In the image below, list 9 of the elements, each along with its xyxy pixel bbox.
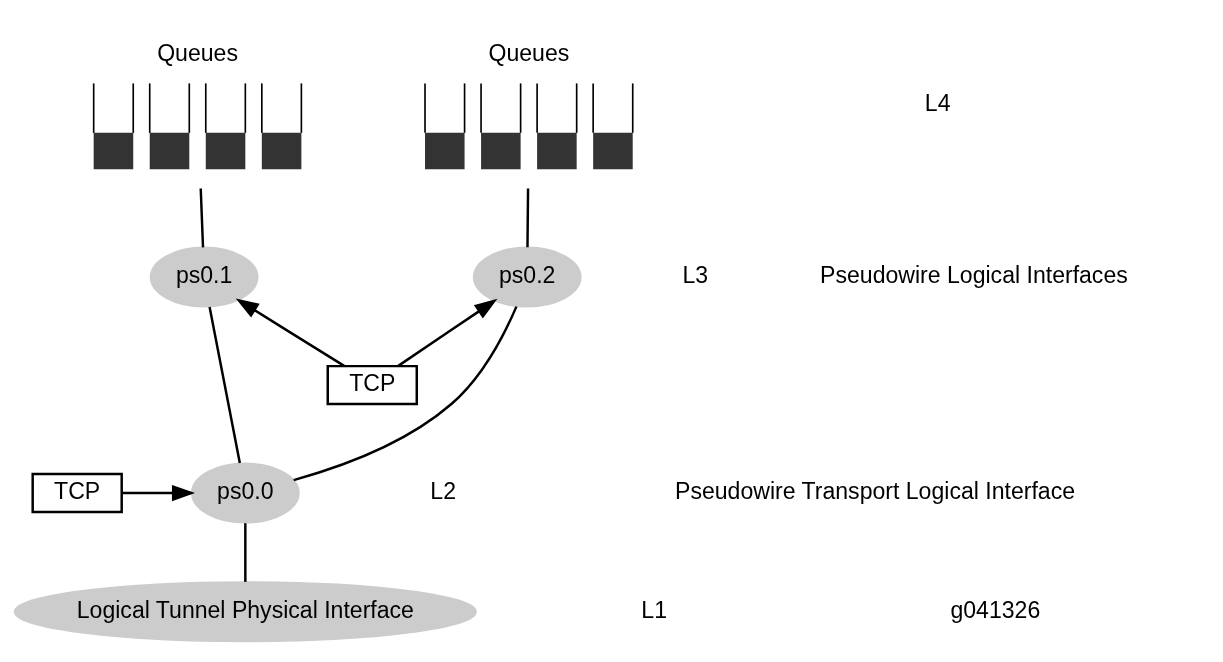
label: g041326 bbox=[950, 596, 1041, 623]
node-label: Queues bbox=[157, 39, 238, 66]
label: Pseudowire Logical Interfaces bbox=[820, 261, 1128, 288]
label: L3 bbox=[682, 261, 709, 288]
label: L4 bbox=[924, 89, 951, 116]
label: L1 bbox=[641, 596, 667, 623]
label: L2 bbox=[430, 477, 456, 504]
label: Pseudowire Transport Logical Interface bbox=[675, 477, 1076, 504]
node-label: Queues bbox=[488, 39, 570, 66]
